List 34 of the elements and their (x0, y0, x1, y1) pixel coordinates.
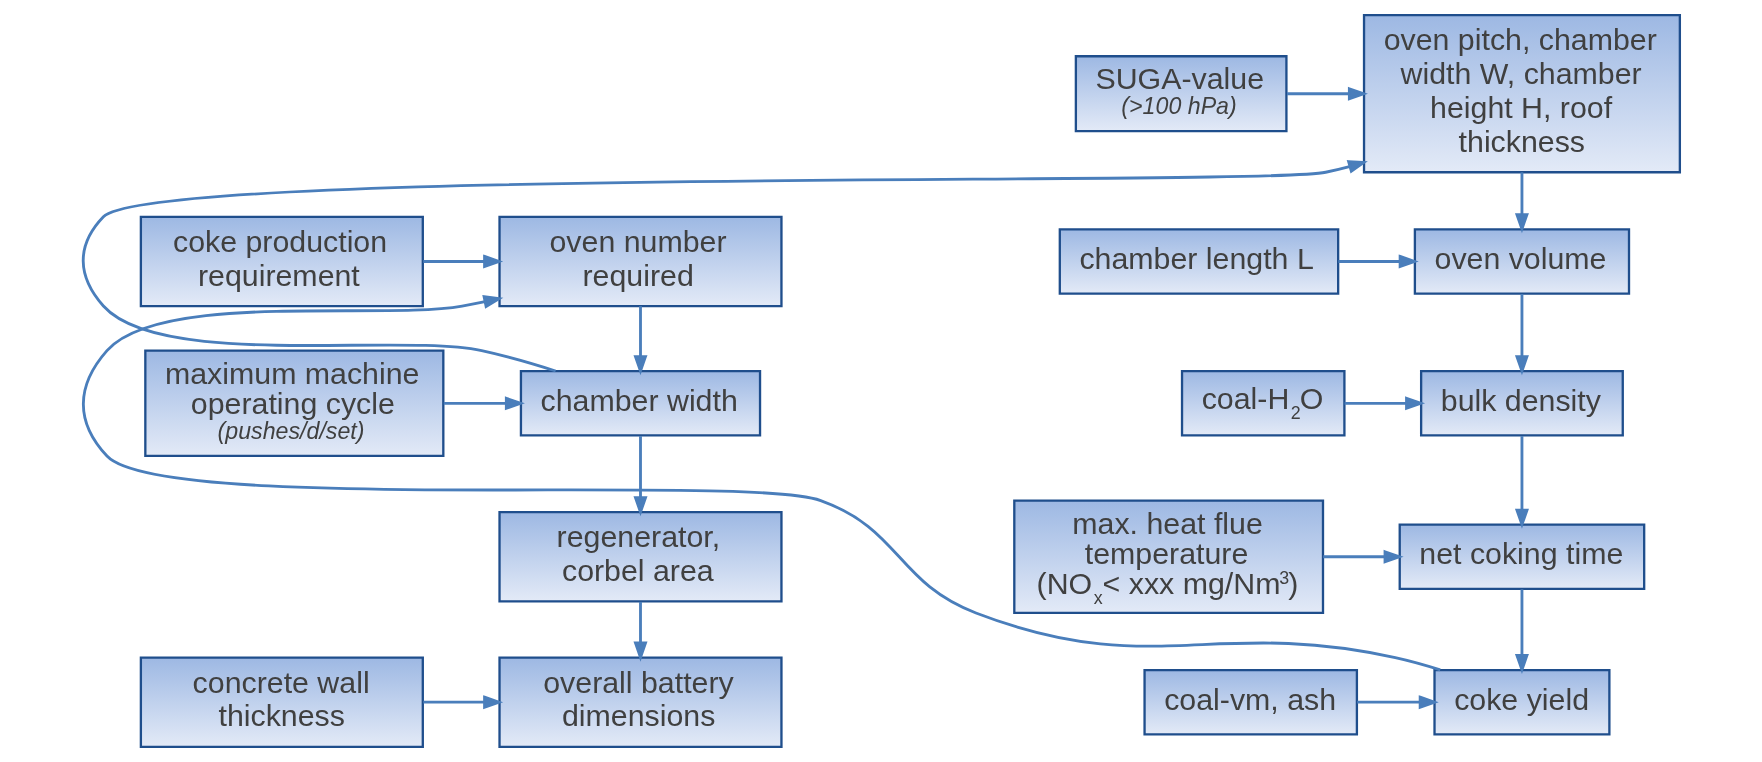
node-box: net coking time (1398, 523, 1645, 591)
arrow (1514, 172, 1529, 234)
node-box: max. heat flue temperature (NO$_{x}$< xxx mg/Nm$^{3}$) (1012, 499, 1324, 615)
arrow (422, 254, 503, 269)
node-box: coal-vm, ash (1142, 668, 1358, 736)
node-box: coal-H$_{2}$O (1180, 370, 1346, 437)
arrow (443, 396, 525, 411)
node-box: coke yield (1432, 668, 1611, 736)
arrow (1514, 293, 1529, 376)
node-box: oven pitch, chamber width W, chamber height H, roof thickness (1362, 14, 1681, 174)
arrow (82, 295, 1441, 672)
node-box: bulk density (1419, 370, 1624, 437)
arrow (633, 436, 647, 517)
node-box: overall battery dimensions (497, 656, 783, 748)
arrow (1514, 589, 1529, 674)
arrow (633, 601, 647, 662)
arrow (1322, 549, 1404, 564)
arrow (1286, 86, 1368, 101)
node-box: oven number required (497, 215, 783, 308)
arrow (81, 160, 1368, 373)
arrow (1514, 436, 1529, 529)
arrow (633, 306, 647, 376)
node-box: coke production requirement (139, 215, 424, 308)
arrow (422, 695, 503, 710)
arrow (1337, 254, 1419, 269)
node-box: oven volume (1413, 228, 1630, 295)
arrow (1344, 396, 1425, 411)
node-box: regenerator, corbel area (497, 511, 783, 603)
node-box: maximum machine operating cycle (pushes/d/set) (143, 349, 444, 458)
node-box: chamber length L (1058, 228, 1339, 295)
arrow (1356, 695, 1439, 710)
node-box: chamber width (519, 370, 761, 437)
node-box: concrete wall thickness (139, 656, 424, 748)
node-box: SUGA-value (>100 hPa) (1074, 55, 1288, 133)
